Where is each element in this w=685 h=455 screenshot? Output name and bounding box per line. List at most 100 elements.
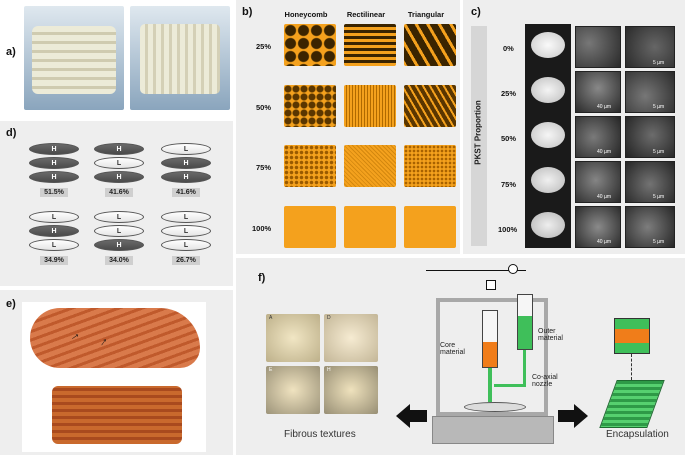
meat-analogue-slice-top [30, 308, 200, 368]
fibrous-textures-caption: Fibrous textures [284, 429, 356, 440]
pkst-axis-label: PKST Proportion [473, 100, 483, 165]
row-header-25: 25% [256, 42, 272, 51]
row-header-50: 50% [256, 103, 272, 112]
stack-6-layer-2: L [161, 225, 211, 237]
texture-photo-a-label: A [269, 315, 273, 321]
texture-photo-h-label: H [327, 367, 331, 373]
panel-e: e) → → [0, 290, 233, 455]
coaxial-nozzle [488, 368, 492, 402]
infill-triangular-100 [404, 206, 456, 248]
stack-2-percent: 41.6% [105, 188, 133, 197]
stack-1-layer-2: H [29, 157, 79, 169]
core-material-fill [483, 342, 497, 367]
panel-b-label: b) [242, 6, 253, 18]
stack-5-layer-3: H [94, 239, 144, 251]
stack-2-layer-3: H [94, 171, 144, 183]
print-bed [464, 402, 526, 412]
coaxial-nozzle-label: Co-axial nozzle [532, 374, 558, 388]
stack-4-layer-2: H [29, 225, 79, 237]
right-arrow-icon [574, 404, 588, 428]
infill-rectilinear-75 [344, 145, 396, 187]
texture-photo-e-label: E [269, 367, 273, 373]
outer-material-label: Outer material [538, 328, 563, 342]
texture-photo-d-label: D [327, 315, 331, 321]
infill-honeycomb-50 [284, 85, 336, 127]
sem-scale-100-high: 5 µm [653, 239, 665, 245]
printer-base [432, 416, 554, 444]
panel-f-label: f) [258, 272, 266, 284]
panel-a-label: a) [6, 46, 16, 58]
texture-photo-a [266, 314, 320, 362]
sem-scale-100-low: 40 µm [597, 239, 611, 245]
infill-honeycomb-25 [284, 24, 336, 66]
stack-2-layer-1: H [94, 143, 144, 155]
stack-4-layer-1: L [29, 211, 79, 223]
sample-disk-50 [531, 122, 565, 148]
row-header-100: 100% [252, 224, 272, 233]
infill-triangular-25 [404, 24, 456, 66]
sem-high-25 [625, 71, 675, 113]
stack-6-percent: 26.7% [172, 256, 200, 265]
infill-rectilinear-100 [344, 206, 396, 248]
left-arrow-shaft [409, 410, 427, 422]
stack-2-layer-2: L [94, 157, 144, 169]
top-valve-icon [508, 264, 518, 274]
meat-analogue-slice-bottom [52, 386, 182, 444]
feed-line [426, 270, 526, 271]
stack-5-layer-1: L [94, 211, 144, 223]
infill-rectilinear-25 [344, 24, 396, 66]
row-header-75: 75% [256, 163, 272, 172]
sem-low-0 [575, 26, 621, 68]
stack-3-layer-2: H [161, 157, 211, 169]
sample-disk-0 [531, 32, 565, 58]
printer-frame [436, 298, 548, 416]
panel-d: d) H H H 51.5% H L H 41.6% L H H 41.6% L… [0, 121, 233, 286]
sem-high-75 [625, 161, 675, 203]
sem-scale-25-high: 5 µm [653, 104, 665, 110]
panel-c: c) PKST Proportion 0% 25% 50% 75% 100% 5… [463, 0, 685, 254]
panel-f: f) A D E H Fibrous textures Encapsulatio… [236, 258, 685, 455]
sem-scale-25-low: 40 µm [597, 104, 611, 110]
sem-low-25 [575, 71, 621, 113]
c-row-0: 0% [503, 44, 514, 53]
stack-6-layer-3: L [161, 239, 211, 251]
infill-honeycomb-100 [284, 206, 336, 248]
panel-c-label: c) [471, 6, 481, 18]
panel-a: a) [0, 0, 233, 118]
sample-disk-25 [531, 77, 565, 103]
stack-4-percent: 34.9% [40, 256, 68, 265]
infill-triangular-75 [404, 145, 456, 187]
right-arrow-shaft [558, 410, 574, 422]
texture-photo-d [324, 314, 378, 362]
stack-1-layer-1: H [29, 143, 79, 155]
encapsulation-caption: Encapsulation [606, 429, 669, 440]
panel-d-label: d) [6, 127, 17, 139]
panel-b: b) Honeycomb Rectilinear Triangular 25% … [236, 0, 460, 254]
sem-high-0 [625, 26, 675, 68]
stack-3-layer-3: H [161, 171, 211, 183]
sem-low-75 [575, 161, 621, 203]
sem-low-100 [575, 206, 621, 248]
stack-4-layer-3: L [29, 239, 79, 251]
printed-cube-photo-1 [24, 6, 124, 110]
sem-high-50 [625, 116, 675, 158]
c-row-25: 25% [501, 89, 517, 98]
sem-scale-50-low: 40 µm [597, 149, 611, 155]
c-row-75: 75% [501, 180, 517, 189]
sem-scale-0-high: 5 µm [653, 60, 665, 66]
printed-cube-photo-2 [130, 6, 230, 110]
encapsulated-printed-square [599, 380, 665, 428]
infill-triangular-50 [404, 85, 456, 127]
sem-scale-75-high: 5 µm [653, 194, 665, 200]
infill-honeycomb-75 [284, 145, 336, 187]
stack-5-percent: 34.0% [105, 256, 133, 265]
outer-feed-tube-horizontal [494, 384, 526, 387]
stack-3-percent: 41.6% [172, 188, 200, 197]
encapsulation-zoom-line [631, 354, 633, 380]
sem-low-50 [575, 116, 621, 158]
column-header-honeycomb: Honeycomb [284, 10, 328, 19]
stack-1-layer-3: H [29, 171, 79, 183]
c-row-50: 50% [501, 134, 517, 143]
encapsulated-filament-sample [614, 318, 650, 354]
pkst-axis-bar [471, 26, 487, 246]
